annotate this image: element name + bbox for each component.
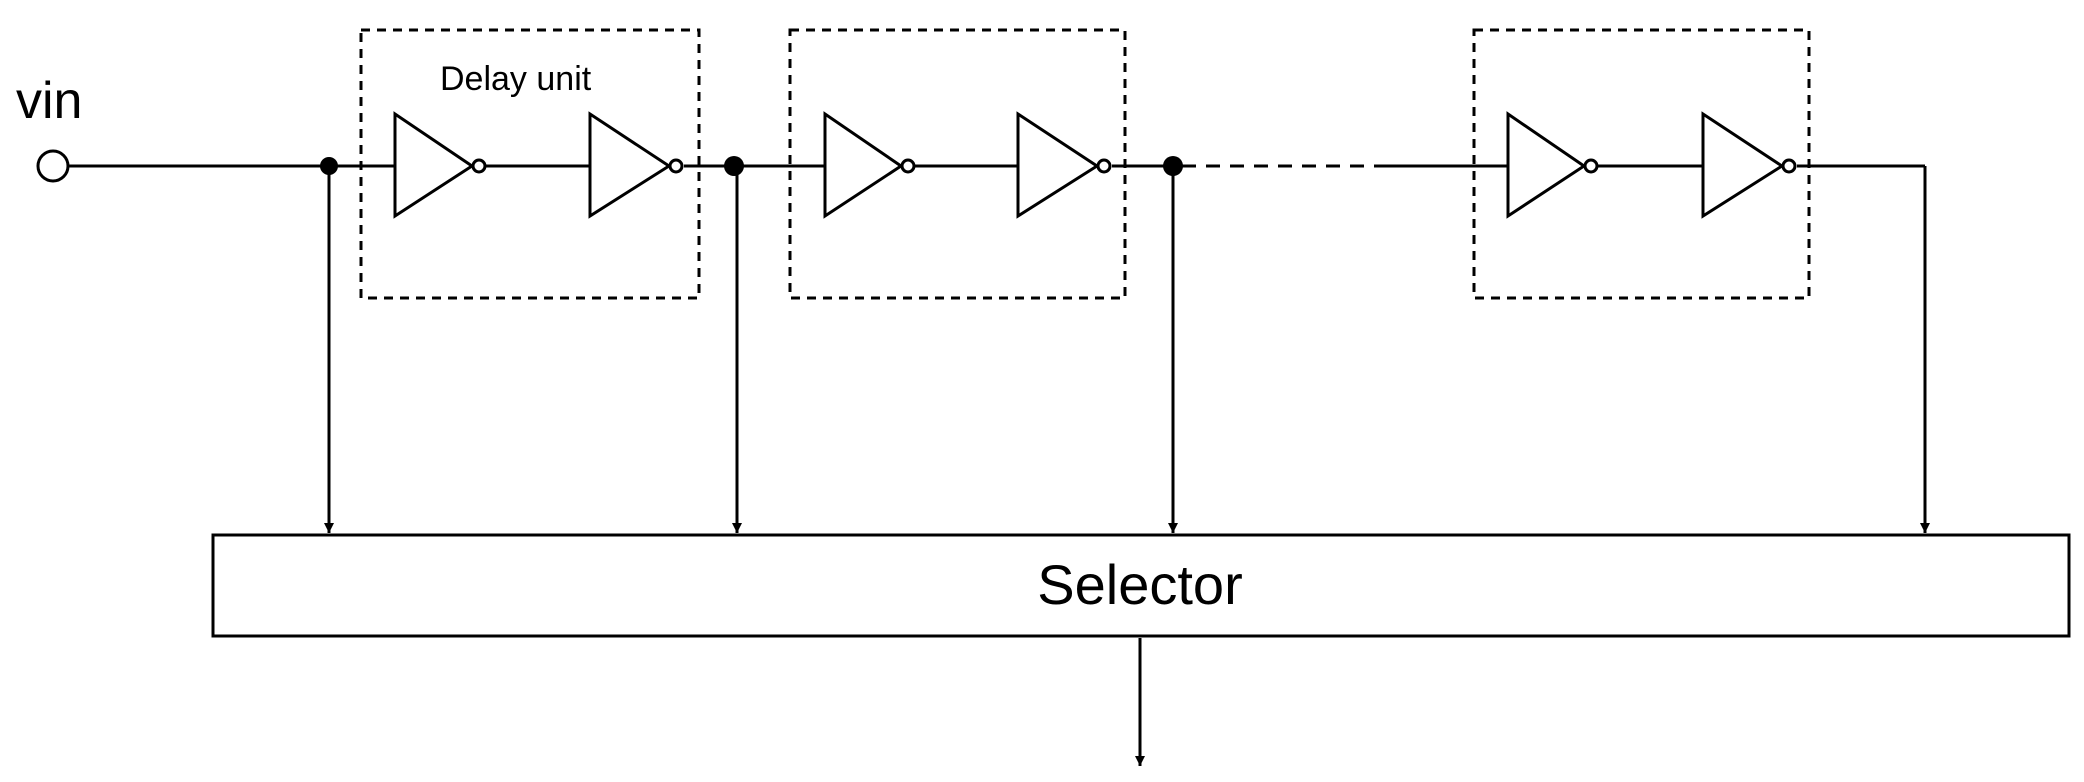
delay-unit-box-3: [1472, 28, 1811, 300]
signal-wires: [68, 164, 1927, 200]
selector-label: Selector: [1037, 553, 1242, 616]
input-label: vin: [16, 72, 82, 130]
input-terminal: [36, 149, 70, 183]
delay-unit-label: Delay unit: [440, 60, 592, 98]
inverter-2: [588, 111, 684, 219]
inverter-4: [1016, 111, 1112, 219]
inverter-5: [1506, 111, 1599, 219]
inverter-3: [823, 111, 916, 219]
junction-dot-2: [724, 156, 744, 176]
delay-unit-box-1: [359, 28, 701, 300]
selector-box: [211, 533, 2071, 638]
inverter-6: [1701, 111, 1797, 219]
delay-unit-box-2: [788, 28, 1127, 300]
tap-arrows: [324, 166, 1930, 533]
inverters: [393, 111, 1797, 219]
inverter-1: [393, 111, 487, 219]
delay-unit-boxes: [359, 28, 1811, 300]
